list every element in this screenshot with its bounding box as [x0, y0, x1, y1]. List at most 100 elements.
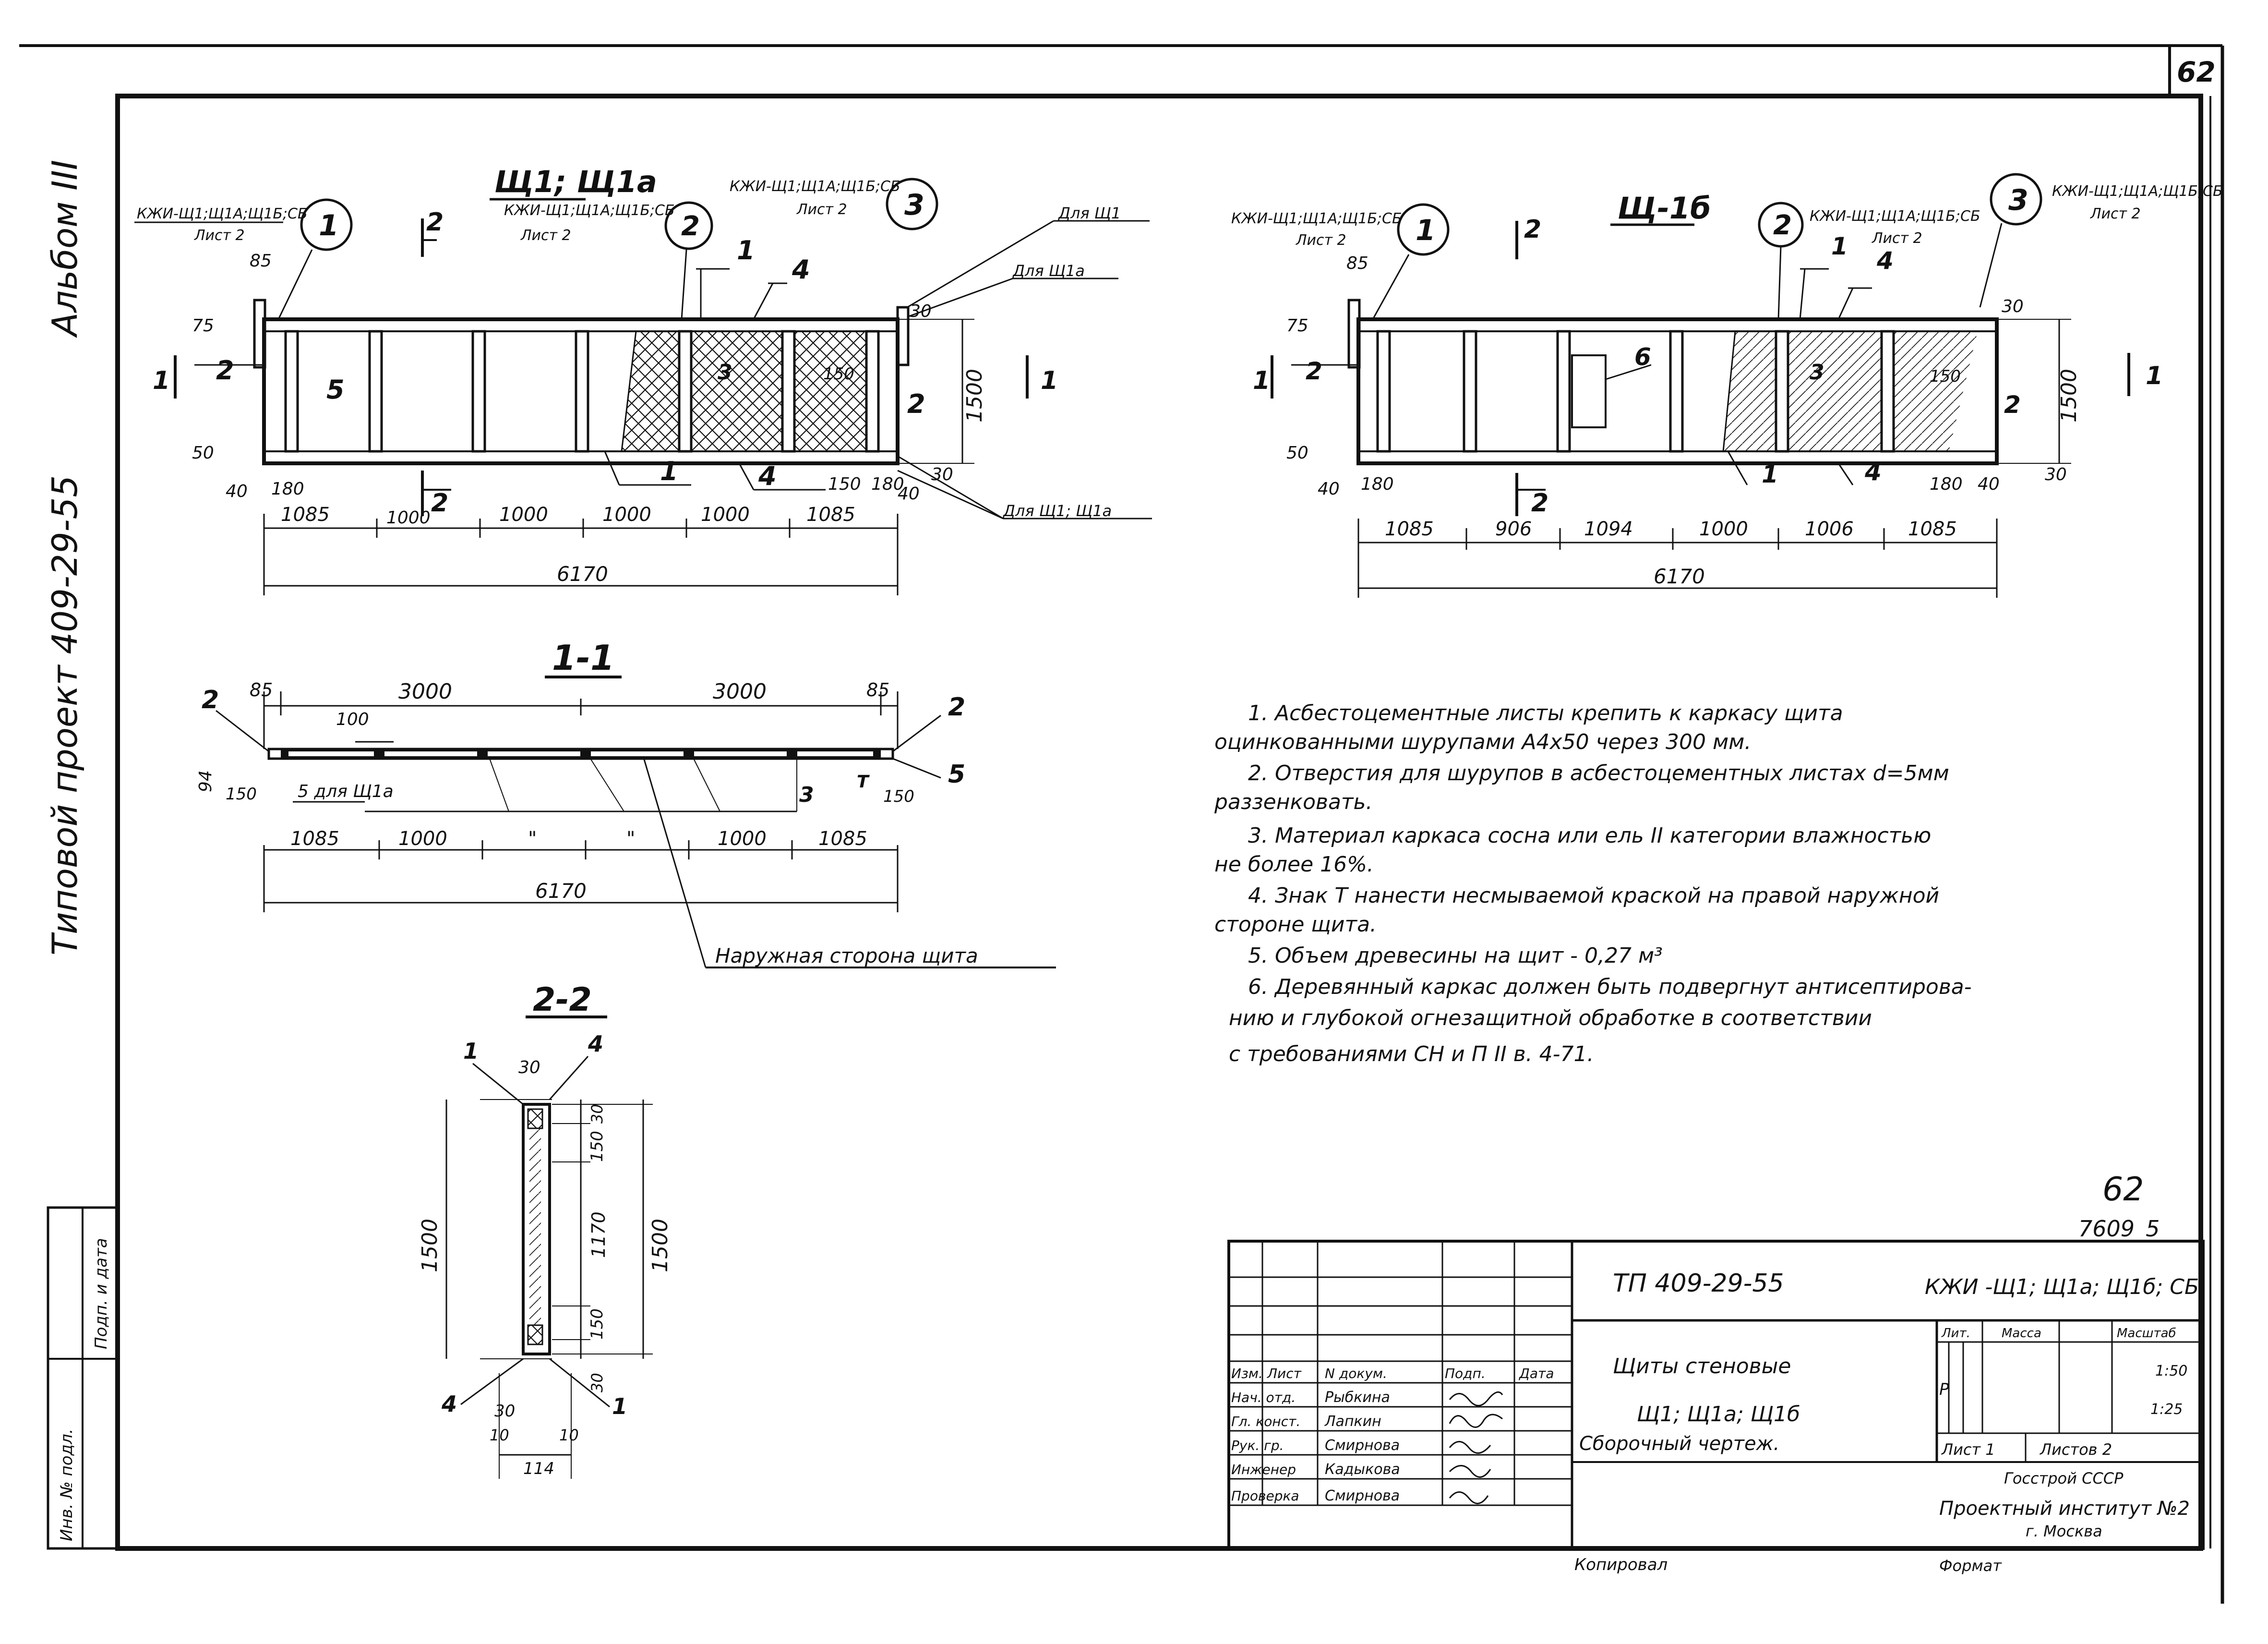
svg-text:1: 1	[1762, 460, 1778, 488]
svg-text:6: 6	[1634, 343, 1651, 371]
elev-right-title: Щ-1б	[1618, 191, 1711, 226]
svg-text:Изм.: Изм.	[1231, 1366, 1263, 1381]
svg-text:3: 3	[718, 360, 732, 385]
svg-text:50: 50	[1286, 443, 1308, 463]
svg-text:906: 906	[1495, 518, 1532, 540]
svg-text:1: 1	[153, 366, 170, 395]
svg-text:Сборочный чертеж.: Сборочный чертеж.	[1579, 1433, 1779, 1455]
svg-text:6170: 6170	[557, 562, 608, 586]
svg-text:": "	[528, 828, 537, 850]
svg-text:КЖИ-Щ1;Щ1А;Щ1Б;СБ: КЖИ-Щ1;Щ1А;Щ1Б;СБ	[1231, 210, 1402, 227]
svg-text:40: 40	[226, 482, 248, 501]
note-line: 1. Асбестоцементные листы крепить к карк…	[1248, 701, 1843, 725]
svg-text:85: 85	[1346, 254, 1368, 273]
svg-text:30: 30	[910, 302, 932, 321]
svg-text:Инженер: Инженер	[1231, 1462, 1296, 1477]
svg-text:6170: 6170	[535, 879, 587, 903]
svg-text:150: 150	[588, 1308, 607, 1340]
svg-text:150: 150	[883, 787, 914, 806]
copied-label: Копировал	[1574, 1555, 1668, 1574]
svg-text:3: 3	[799, 783, 814, 807]
inv-label: Инв. № подл.	[57, 1428, 76, 1541]
svg-text:150: 150	[828, 474, 861, 494]
svg-text:Рук. гр.: Рук. гр.	[1231, 1438, 1284, 1453]
svg-text:30: 30	[2045, 465, 2067, 484]
svg-text:3: 3	[1810, 360, 1824, 385]
svg-text:2: 2	[202, 686, 219, 714]
svg-text:Для Щ1: Для Щ1	[1057, 204, 1121, 222]
svg-text:75: 75	[1286, 316, 1308, 336]
svg-text:T: T	[857, 772, 870, 792]
svg-text:1: 1	[1253, 366, 1270, 395]
svg-text:5: 5	[326, 375, 345, 405]
svg-text:1:50: 1:50	[2155, 1363, 2187, 1379]
svg-text:30: 30	[931, 465, 953, 484]
svg-text:180: 180	[1361, 474, 1394, 494]
svg-text:Лит.: Лит.	[1941, 1326, 1970, 1341]
note-line: стороне щита.	[1214, 912, 1377, 937]
sign-date-label: Подп. и дата	[92, 1238, 111, 1349]
svg-text:114: 114	[523, 1459, 554, 1478]
signatures	[1449, 1391, 1503, 1504]
svg-text:Смирнова: Смирнова	[1325, 1437, 1400, 1454]
svg-text:1000: 1000	[499, 504, 548, 526]
sheet-number: 62	[2177, 56, 2216, 88]
svg-text:1085: 1085	[1385, 518, 1434, 540]
format-label: Формат	[1939, 1557, 2002, 1575]
pos-circle-1: 1	[319, 209, 339, 242]
svg-text:Госстрой СССР: Госстрой СССР	[2004, 1469, 2124, 1487]
note-line: раззенковать.	[1214, 790, 1372, 814]
svg-text:1000: 1000	[1699, 518, 1748, 540]
section-2-2: 2-2 30 30 150 1170 150 30 30 10 10 114 1…	[418, 981, 672, 1479]
svg-text:Лист 1: Лист 1	[1941, 1440, 1995, 1459]
project-label: Типовой проект 409-29-55	[45, 475, 85, 955]
svg-text:Щ1; Щ1а; Щ1б: Щ1; Щ1а; Щ1б	[1637, 1402, 1800, 1426]
svg-text:1170: 1170	[588, 1211, 609, 1258]
svg-text:Лист 2: Лист 2	[520, 227, 571, 244]
svg-text:1: 1	[1041, 366, 1058, 395]
svg-text:85: 85	[866, 679, 889, 701]
svg-text:1085: 1085	[806, 504, 855, 526]
svg-text:1085: 1085	[818, 828, 867, 850]
svg-text:1000: 1000	[398, 828, 447, 850]
svg-text:1: 1	[1416, 214, 1436, 247]
tb-doc: КЖИ -Щ1; Щ1а; Щ1б; СБ	[1925, 1275, 2199, 1299]
svg-text:Подп.: Подп.	[1445, 1366, 1486, 1381]
elevation-right: Щ-1б КЖИ-Щ1;Щ1А;Щ1Б;СБ Лист 2 КЖИ-Щ1;Щ1А…	[1231, 173, 2223, 598]
svg-text:2: 2	[1306, 357, 1322, 385]
svg-text:1:25: 1:25	[2150, 1401, 2183, 1418]
svg-text:40: 40	[898, 484, 920, 504]
svg-text:2: 2	[426, 208, 444, 237]
svg-text:1: 1	[660, 456, 678, 486]
svg-text:1: 1	[1831, 232, 1848, 260]
album-label: Альбом III	[45, 160, 85, 338]
title-block: Изм. Лист N докум. Подп. Дата Нач. отд. …	[1227, 1240, 2205, 1550]
note-line: 6. Деревянный каркас должен быть подверг…	[1248, 975, 1972, 999]
svg-text:30: 30	[518, 1058, 540, 1077]
svg-text:3000: 3000	[713, 679, 767, 704]
section-1-1-title: 1-1	[552, 638, 614, 678]
svg-text:2: 2	[1531, 489, 1548, 518]
svg-text:2: 2	[907, 389, 925, 419]
svg-text:1085: 1085	[1908, 518, 1957, 540]
svg-text:Рыбкина: Рыбкина	[1325, 1389, 1390, 1406]
svg-text:1500: 1500	[648, 1219, 672, 1272]
side-annotations: Альбом III Типовой проект 409-29-55 Инв.…	[45, 160, 119, 1550]
notes: 1. Асбестоцементные листы крепить к карк…	[1214, 701, 1972, 1066]
svg-text:КЖИ-Щ1;Щ1А;Щ1Б;СБ: КЖИ-Щ1;Щ1А;Щ1Б;СБ	[2052, 183, 2223, 200]
sheet-frame: 62	[19, 44, 2224, 1604]
svg-text:1085: 1085	[290, 828, 339, 850]
svg-text:1500: 1500	[962, 369, 987, 423]
tb-name: Щиты стеновые	[1613, 1354, 1791, 1378]
note-line: с требованиями СН и П II в. 4-71.	[1229, 1042, 1594, 1066]
note-line: не более 16%.	[1214, 852, 1374, 877]
svg-text:2: 2	[1773, 210, 1792, 241]
note-line: 3. Материал каркаса сосна или ель II кат…	[1248, 823, 1931, 848]
svg-text:150: 150	[226, 785, 257, 804]
svg-text:94: 94	[196, 770, 216, 792]
svg-text:4: 4	[792, 254, 810, 285]
svg-text:5 для Щ1а: 5 для Щ1а	[298, 782, 394, 801]
note-line: 2. Отверстия для шурупов в асбестоцемент…	[1248, 761, 1949, 786]
svg-text:1: 1	[612, 1393, 627, 1419]
